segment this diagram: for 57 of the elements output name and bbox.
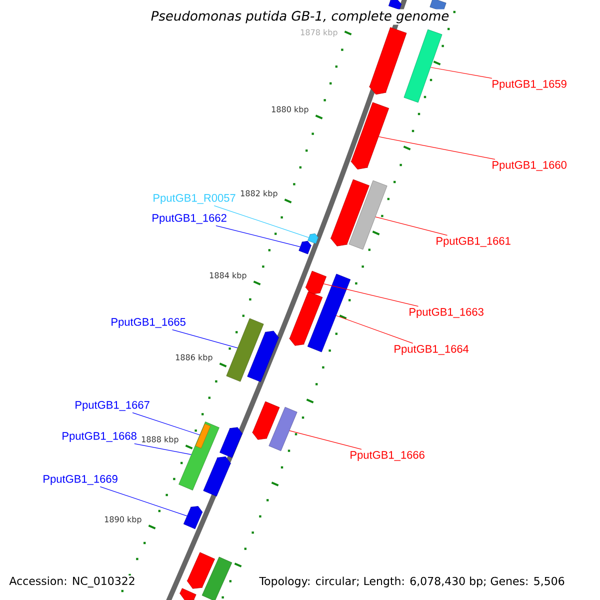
gene-label: PputGB1_R0057: [154, 194, 236, 204]
gene-bar: [404, 29, 442, 103]
gene-block: [368, 27, 407, 95]
gene-block: [308, 233, 319, 244]
gene-block: [186, 552, 215, 589]
footer-text: Topology: circular; Length: 6,078,430 bp; Genes: 5,506: [258, 576, 566, 588]
tick-label: 1884 kbp: [210, 272, 246, 280]
gene-label: PputGB1_1664: [394, 345, 469, 355]
gene-label: PputGB1_1659: [492, 80, 566, 90]
gene-bar: [202, 556, 232, 600]
title: Pseudomonas putida GB-1, complete genome: [149, 9, 451, 25]
tick-label: 1878 kbp: [301, 29, 338, 37]
leader-line: [375, 216, 448, 236]
gene-label: PputGB1_1668: [62, 432, 136, 442]
leader-line: [216, 225, 300, 248]
gene-bar: [348, 180, 388, 250]
tick-label: 1890 kbp: [105, 516, 142, 524]
leader-line: [172, 329, 238, 348]
leader-line: [323, 284, 419, 307]
gene-label: PputGB1_1661: [436, 237, 510, 247]
gene-bar: [226, 318, 264, 382]
gene-label: PputGB1_1665: [112, 318, 186, 328]
gene-label: PputGB1_1667: [76, 401, 150, 411]
gene-bar: [307, 274, 351, 352]
gene-block: [350, 102, 390, 170]
gene-block: [289, 291, 323, 346]
gene-block: [298, 240, 312, 254]
leader-line: [289, 430, 362, 450]
gene-block: [247, 330, 280, 382]
leader-line: [134, 443, 192, 455]
gene-label: PputGB1_1666: [350, 451, 424, 461]
leader-line: [214, 205, 310, 238]
tick-label: 1882 kbp: [241, 190, 278, 198]
tick-label: 1886 kbp: [176, 354, 212, 362]
gene-block: [388, 0, 402, 10]
gene-block: [252, 401, 280, 440]
gene-label: PputGB1_1662: [152, 214, 226, 224]
gene-block: [183, 506, 203, 530]
leader-line: [430, 67, 492, 79]
gene-block: [203, 456, 232, 496]
leader-line: [378, 136, 496, 160]
gene-block: [330, 179, 370, 246]
tick-label: 1888 kbp: [142, 436, 178, 444]
footer-text: Accession: NC_010322: [8, 576, 136, 588]
gene-bar: [430, 0, 446, 12]
tick-label: 1880 kbp: [272, 106, 308, 114]
gene-label: PputGB1_1663: [410, 308, 484, 318]
leader-line: [100, 486, 188, 516]
gene-bar: [195, 424, 211, 448]
gene-label: PputGB1_1669: [44, 475, 118, 485]
gene-block: [305, 270, 326, 294]
leader-line: [132, 412, 200, 436]
gene-block: [220, 427, 243, 458]
leader-line: [336, 315, 414, 344]
gene-label: PputGB1_1660: [492, 161, 566, 171]
gene-bar: [268, 406, 298, 452]
gene-block: [179, 588, 196, 600]
